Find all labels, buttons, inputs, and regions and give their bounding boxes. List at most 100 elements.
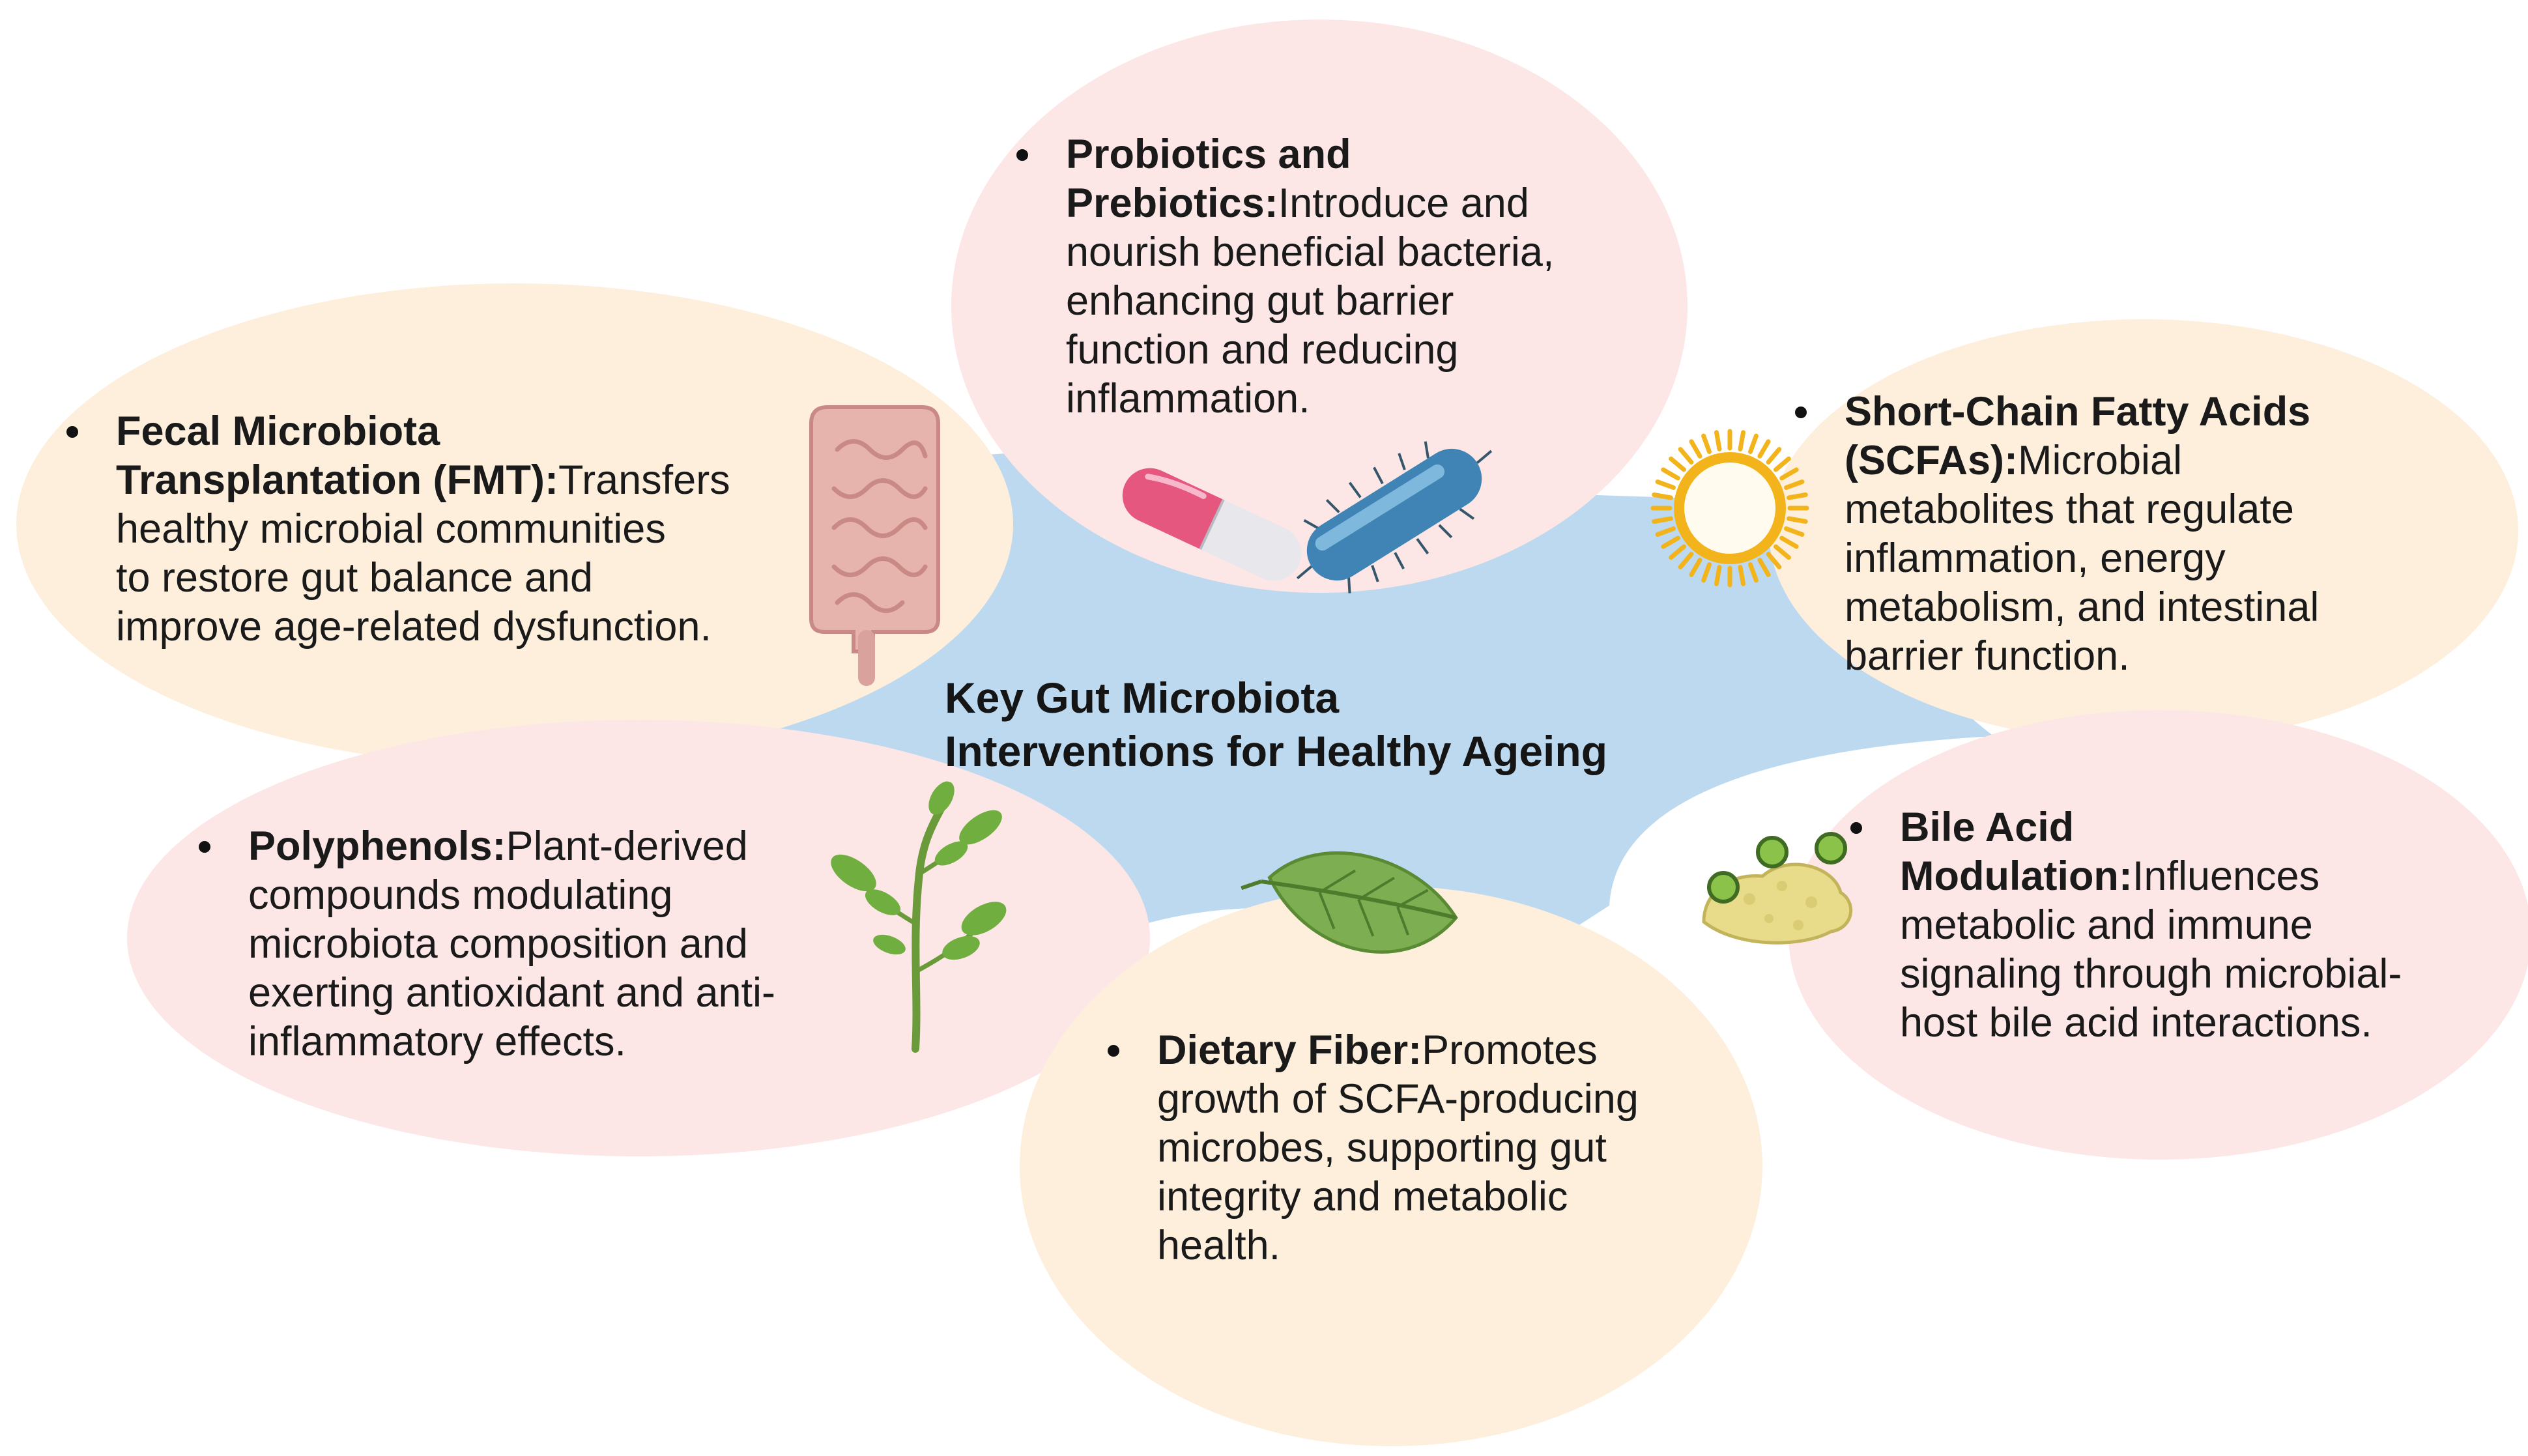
bullet-icon	[1108, 1045, 1119, 1057]
intervention-description: growth of SCFA-producing	[1157, 1076, 1639, 1122]
center-title: Key Gut Microbiota Interventions for Hea…	[945, 671, 1792, 778]
text-line: (SCFAs):Microbial	[1845, 436, 2479, 485]
intervention-description: function and reducing	[1066, 327, 1459, 373]
text-line: Polyphenols:Plant-derived	[248, 822, 883, 871]
intervention-description: microbes, supporting gut	[1157, 1125, 1607, 1171]
text-line: Modulation:Influences	[1900, 852, 2502, 901]
text-line: Prebiotics:Introduce and	[1066, 179, 1635, 228]
center-title-line-1: Key Gut Microbiota	[945, 674, 1340, 722]
intervention-description: integrity and metabolic	[1157, 1174, 1568, 1220]
ellipse-fiber	[1020, 886, 1762, 1446]
ray-mark	[1655, 479, 1676, 490]
intervention-description: enhancing gut barrier	[1066, 278, 1454, 324]
ray-mark	[1652, 492, 1673, 500]
ray-mark	[1689, 558, 1702, 577]
plant-icon	[831, 781, 1007, 1053]
ray-mark	[1774, 544, 1791, 560]
intervention-description: healthy microbial communities	[116, 506, 666, 552]
intervention-description: Plant-derived	[506, 823, 748, 869]
intervention-description: metabolic and immune	[1900, 902, 2313, 948]
ray-mark	[1784, 479, 1805, 490]
ray-mark	[1652, 516, 1673, 524]
intervention-description: compounds modulating	[248, 872, 673, 918]
ray-mark	[1757, 558, 1771, 577]
intervention-term: (SCFAs):	[1845, 438, 2018, 483]
intervention-description: exerting antioxidant and anti-	[248, 970, 776, 1016]
intervention-description: to restore gut balance and	[116, 555, 594, 601]
intervention-scfa: Short-Chain Fatty Acids(SCFAs):Microbial…	[1795, 388, 2479, 681]
ray-mark	[1689, 439, 1702, 459]
text-line: Probiotics and	[1066, 130, 1635, 179]
intervention-term: Modulation:	[1900, 853, 2133, 899]
ray-mark	[1701, 433, 1712, 454]
intervention-description: Microbial	[2018, 438, 2183, 483]
ray-mark	[1779, 467, 1799, 481]
ellipse-scfa	[1769, 319, 2518, 743]
intervention-description: inflammation, energy	[1845, 535, 2226, 581]
bile-acid-micelle-icon	[1702, 832, 1852, 945]
ray-mark	[1655, 526, 1676, 537]
ellipse-bile	[1788, 710, 2528, 1160]
intervention-description: Introduce and	[1278, 180, 1529, 226]
intervention-term: Dietary Fiber:	[1157, 1027, 1422, 1073]
ray-mark	[1714, 565, 1722, 586]
ray-mark	[1766, 447, 1782, 464]
ray-mark	[1669, 544, 1686, 560]
text-line: Bile Acid	[1900, 803, 2502, 852]
capsule-pill-icon	[1122, 468, 1302, 581]
ray-mark	[1757, 439, 1771, 459]
ray-mark	[1678, 552, 1694, 569]
ellipse-polyphenols	[127, 720, 1150, 1156]
intervention-text: Short-Chain Fatty Acids(SCFAs):Microbial…	[1845, 388, 2479, 681]
intervention-description: microbiota composition and	[248, 921, 748, 967]
metabolite-ring-icon	[1650, 429, 1809, 588]
ray-mark	[1738, 565, 1745, 586]
intervention-description: signaling through microbial-	[1900, 951, 2402, 997]
text-line: Fecal Microbiota	[116, 407, 848, 456]
intervention-term: Prebiotics:	[1066, 180, 1278, 226]
intervention-description: Influences	[2132, 853, 2320, 899]
intervention-description: inflammation.	[1066, 376, 1310, 421]
ray-mark	[1774, 456, 1791, 472]
ray-mark	[1714, 430, 1722, 451]
intervention-term: Probiotics and	[1066, 132, 1351, 177]
intervention-description: metabolites that regulate	[1845, 487, 2294, 532]
intervention-term: Transplantation (FMT):	[116, 457, 558, 503]
bullet-icon	[66, 426, 78, 438]
intervention-term: Fecal Microbiota	[116, 408, 440, 454]
ray-mark	[1766, 552, 1782, 569]
text-line: Transplantation (FMT):Transfers	[116, 456, 848, 505]
intervention-description: barrier function.	[1845, 633, 2130, 679]
ray-mark	[1738, 430, 1745, 451]
ray-mark	[1661, 535, 1680, 549]
text-line: Short-Chain Fatty Acids	[1845, 388, 2479, 436]
ray-mark	[1787, 516, 1808, 524]
ray-mark	[1784, 526, 1805, 537]
ray-mark	[1779, 535, 1799, 549]
ellipse-fmt	[16, 283, 1013, 765]
bullet-icon	[1016, 149, 1028, 161]
text-line: Dietary Fiber:Promotes	[1157, 1026, 1727, 1075]
intervention-description: Transfers	[558, 457, 730, 503]
ray-mark	[1748, 433, 1759, 454]
leaf-icon	[1241, 851, 1458, 954]
intervention-description: health.	[1157, 1223, 1281, 1268]
intervention-term: Short-Chain Fatty Acids	[1845, 389, 2311, 435]
intervention-description: nourish beneficial bacteria,	[1066, 229, 1555, 275]
ray-mark	[1678, 447, 1694, 464]
intervention-term: Polyphenols:	[248, 823, 506, 869]
bullet-icon	[1850, 822, 1862, 834]
intervention-term: Bile Acid	[1900, 805, 2075, 850]
ray-mark	[1787, 492, 1808, 500]
